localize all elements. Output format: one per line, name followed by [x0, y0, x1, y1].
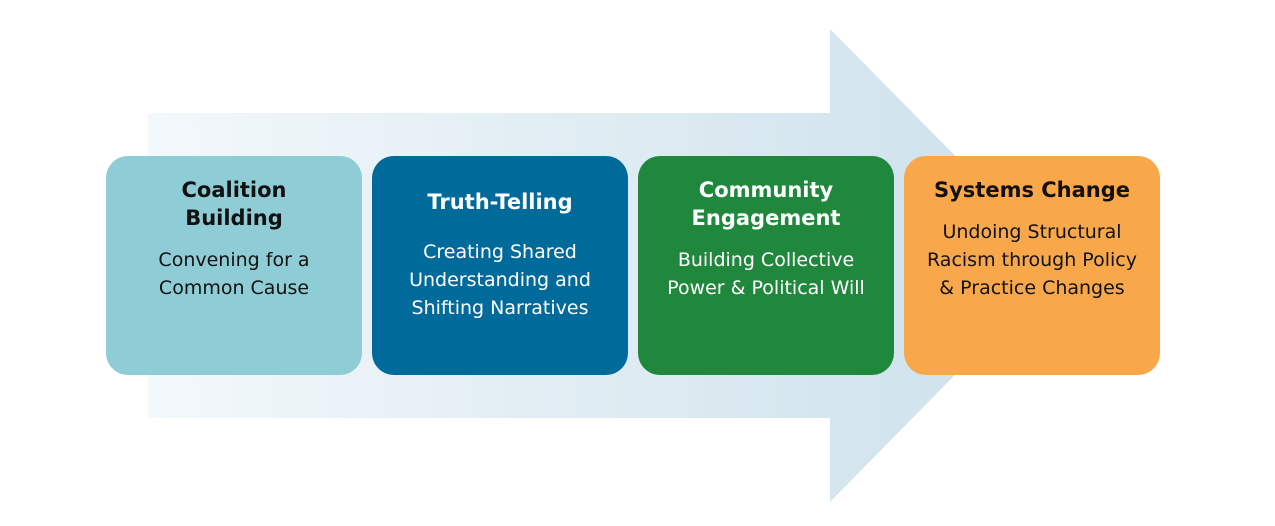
step-coalition-building: Coalition Building Convening for a Commo…	[106, 156, 362, 375]
step-community-engagement: Community Engagement Building Collective…	[638, 156, 894, 375]
step-description: Undoing Structural Racism through Policy…	[927, 221, 1137, 299]
step-title: Community Engagement	[691, 178, 841, 230]
step-title: Truth-Telling	[427, 190, 573, 214]
step-description: Building Collective Power & Political Wi…	[667, 249, 865, 299]
step-title: Systems Change	[933, 178, 1131, 202]
step-systems-change: Systems Change Undoing Structural Racism…	[904, 156, 1160, 375]
step-title: Coalition Building	[181, 178, 287, 230]
step-description: Creating Shared Understanding and Shifti…	[409, 241, 591, 319]
step-truth-telling: Truth-Telling Creating Shared Understand…	[372, 156, 628, 375]
step-description: Convening for a Common Cause	[158, 249, 310, 299]
